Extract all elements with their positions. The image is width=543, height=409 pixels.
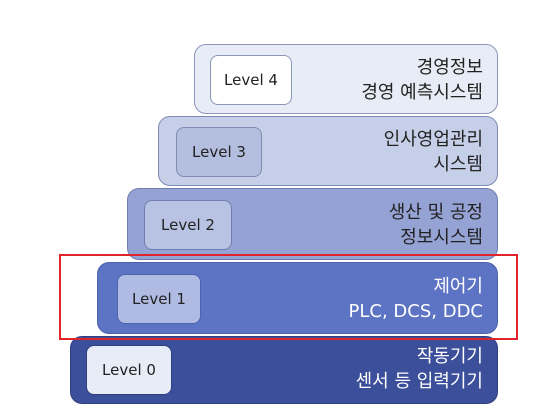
level-1-line-1: 제어기 [433,276,483,297]
level-4-line-2: 경영 예측시스템 [361,82,483,103]
level-3-line-2: 시스템 [433,154,483,175]
tier-level-0: Level 0 작동기기 센서 등 입력기기 [70,336,498,404]
level-0-badge: Level 0 [86,345,172,395]
level-1-badge: Level 1 [117,274,201,324]
level-0-line-1: 작동기기 [416,346,483,367]
tier-level-1: Level 1 제어기 PLC, DCS, DDC [97,262,498,334]
level-4-line-1: 경영정보 [416,57,483,78]
level-2-line-2: 정보시스템 [400,227,483,248]
level-2-line-1: 생산 및 공정 [388,202,483,223]
level-3-description: 인사영업관리 시스템 [384,127,483,177]
level-0-line-2: 센서 등 입력기기 [355,371,483,392]
level-3-line-1: 인사영업관리 [383,129,483,150]
tier-level-2: Level 2 생산 및 공정 정보시스템 [127,188,498,260]
level-4-badge: Level 4 [210,55,292,105]
tier-level-3: Level 3 인사영업관리 시스템 [158,116,498,186]
level-2-description: 생산 및 공정 정보시스템 [389,200,483,250]
level-4-description: 경영정보 경영 예측시스템 [361,55,483,105]
level-0-description: 작동기기 센서 등 입력기기 [356,344,483,394]
level-1-description: 제어기 PLC, DCS, DDC [349,274,483,324]
tier-level-4: Level 4 경영정보 경영 예측시스템 [194,44,498,114]
level-1-highlight-box [59,254,518,340]
level-1-line-2: PLC, DCS, DDC [348,301,483,322]
level-3-badge: Level 3 [176,127,262,177]
level-2-badge: Level 2 [144,200,232,250]
